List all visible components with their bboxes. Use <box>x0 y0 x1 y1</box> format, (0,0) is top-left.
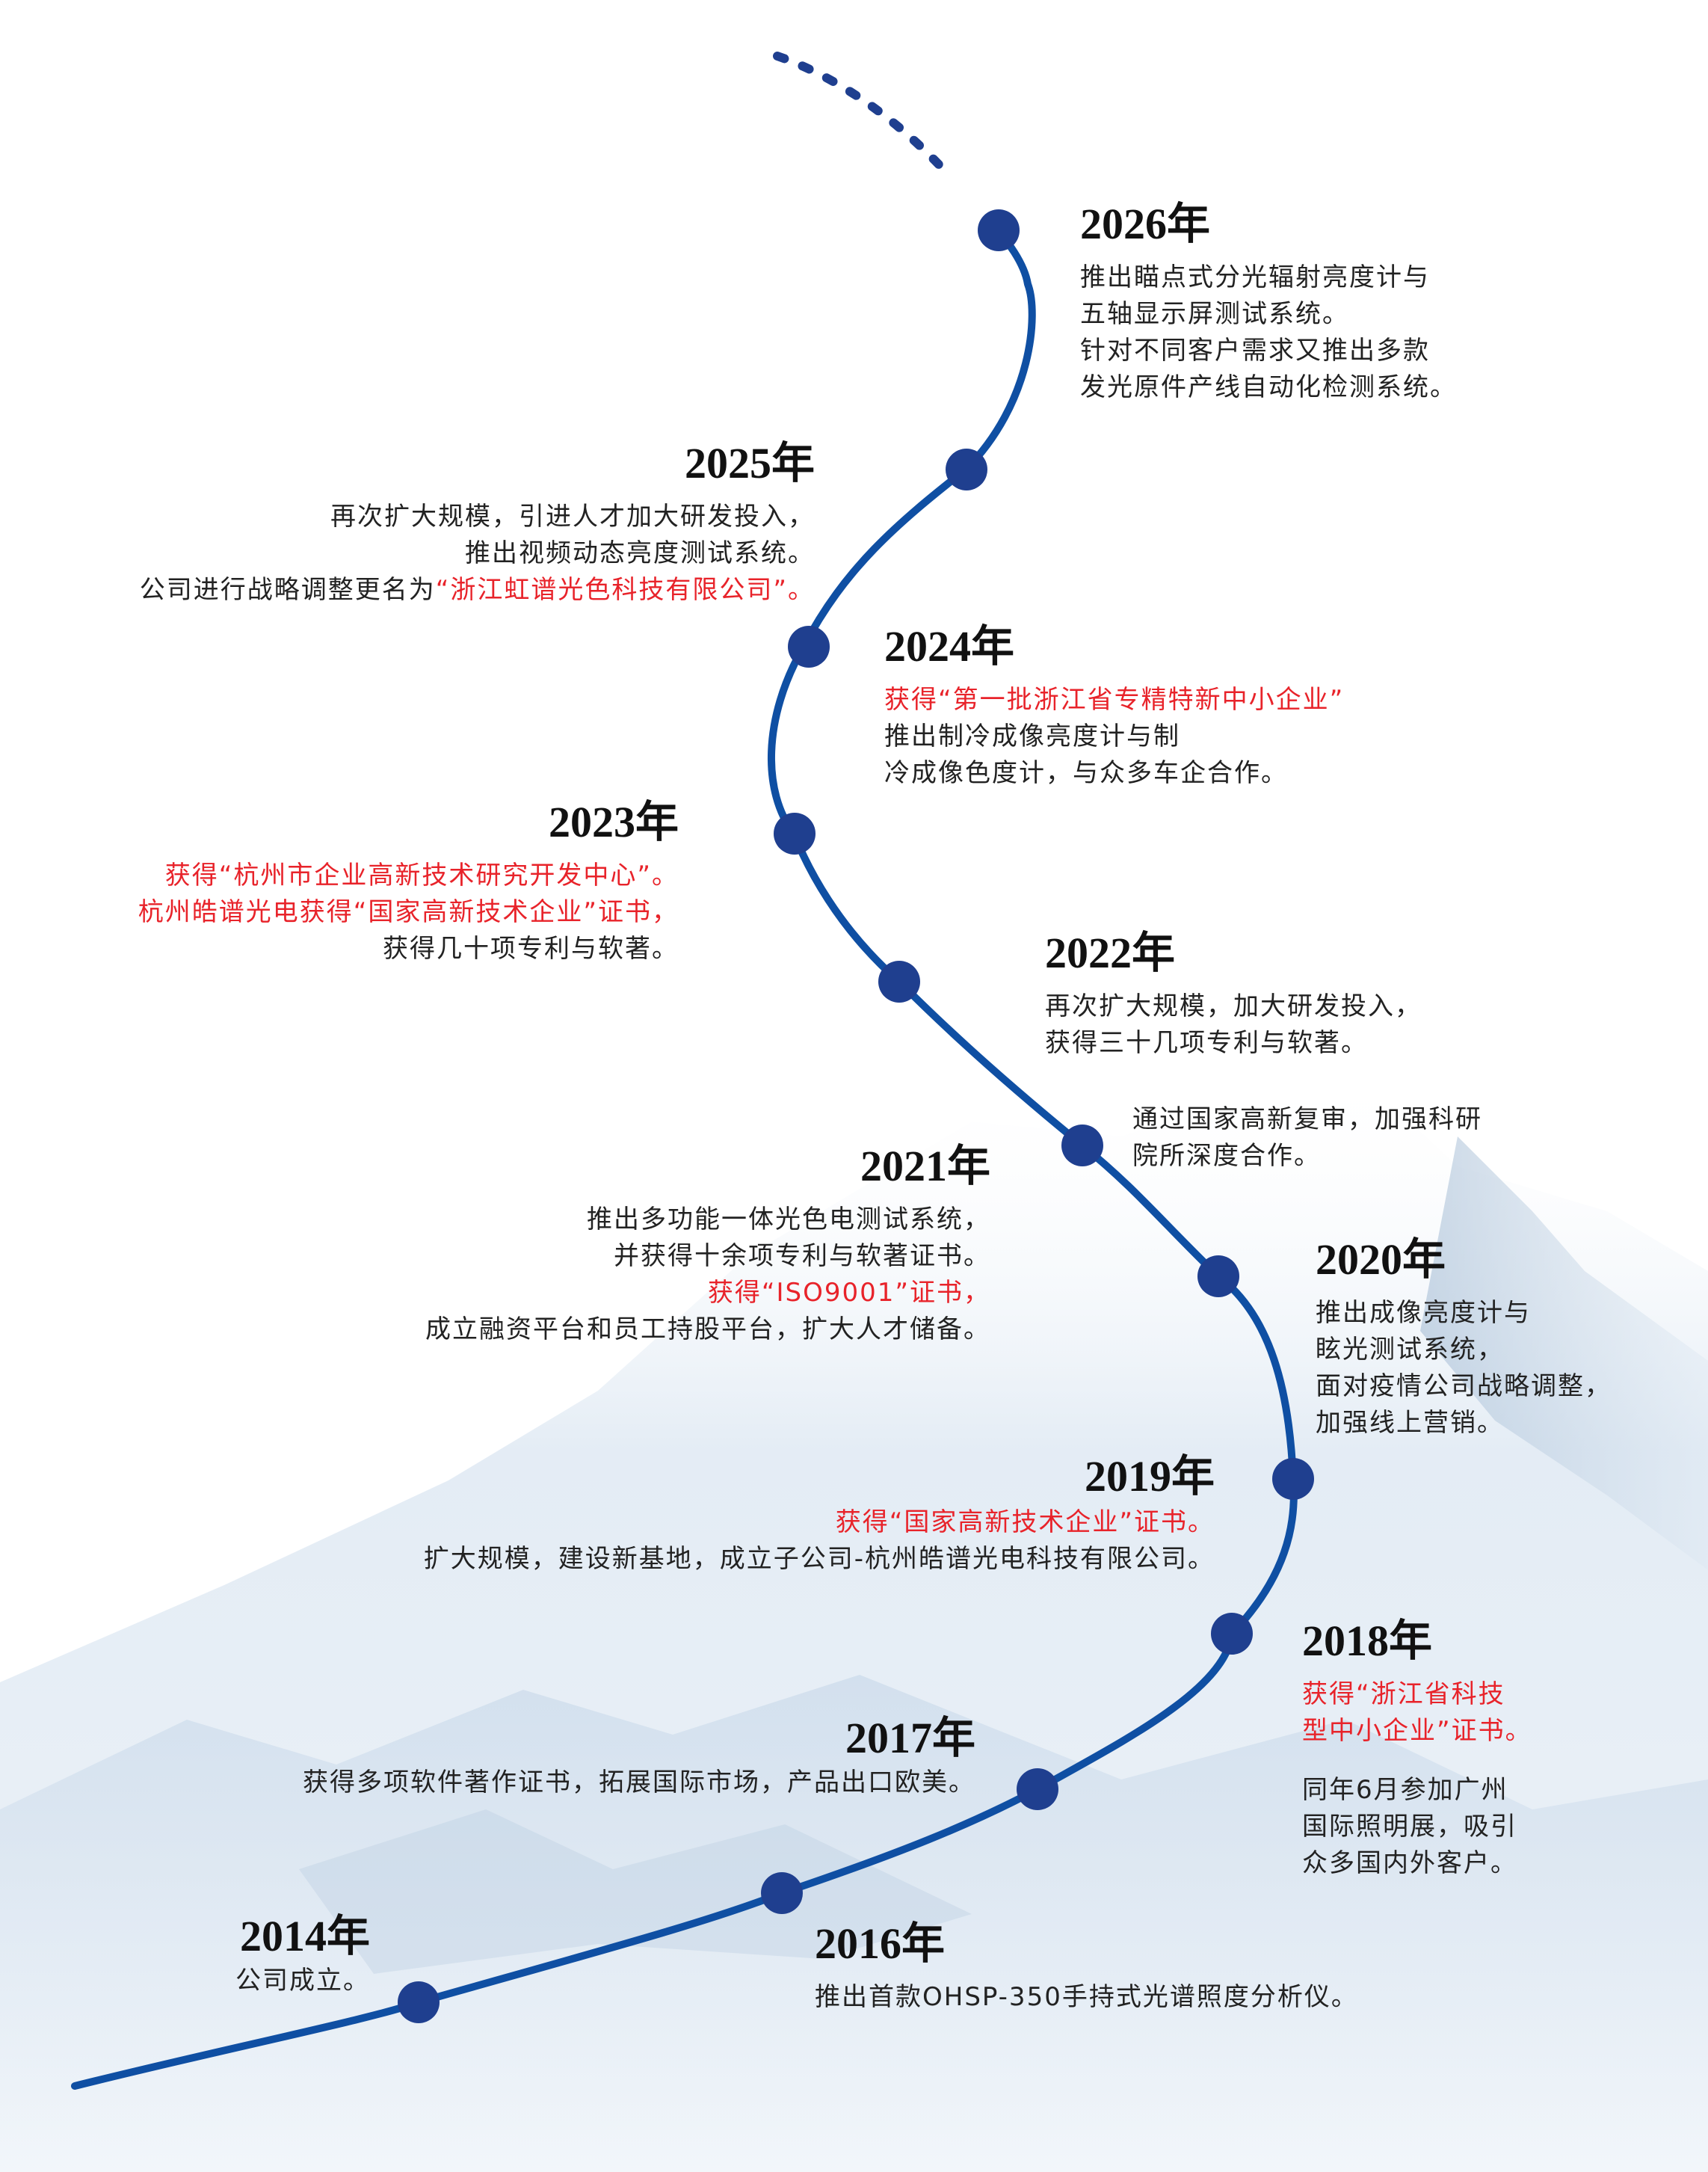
event-line-rename: 公司进行战略调整更名为“浙江虹谱光色科技有限公司”。 <box>140 572 815 609</box>
event-year: 2019年 <box>424 1450 1215 1503</box>
event-2024: 2024年 获得“第一批浙江省专精特新中小企业” 推出制冷成像亮度计与制 冷成像… <box>884 621 1344 792</box>
event-line: 推出视频动态亮度测试系统。 <box>140 535 815 572</box>
event-line: 获得多项软件著作证书，拓展国际市场，产品出口欧美。 <box>303 1765 975 1801</box>
event-line: 再次扩大规模，加大研发投入， <box>1045 988 1422 1025</box>
event-year: 2024年 <box>884 621 1344 673</box>
event-2017: 2017年 获得多项软件著作证书，拓展国际市场，产品出口欧美。 <box>303 1712 975 1801</box>
event-lines: 获得“国家高新技术企业”证书。 扩大规模，建设新基地，成立子公司-杭州皓谱光电科… <box>424 1504 1215 1578</box>
event-year: 2017年 <box>303 1712 975 1765</box>
event-2016: 2016年 推出首款OHSP-350手持式光谱照度分析仪。 <box>815 1918 1358 2016</box>
event-2020: 2020年 推出成像亮度计与 眩光测试系统， 面对疫情公司战略调整， 加强线上营… <box>1316 1234 1612 1442</box>
event-line-highlight: 获得“国家高新技术企业”证书。 <box>424 1504 1215 1541</box>
event-year: 2018年 <box>1302 1615 1532 1667</box>
milestone-dot-2018 <box>1211 1613 1253 1655</box>
company-new-name: “浙江虹谱光色科技有限公司”。 <box>436 575 815 605</box>
event-lines: 获得多项软件著作证书，拓展国际市场，产品出口欧美。 <box>303 1765 975 1801</box>
event-line: 成立融资平台和员工持股平台，扩大人才储备。 <box>425 1311 990 1348</box>
milestone-dot-2024 <box>788 626 830 668</box>
event-hightech-review: 通过国家高新复审，加强科研 院所深度合作。 <box>1132 1101 1482 1175</box>
milestone-dot-2025 <box>946 449 987 490</box>
event-lines: 通过国家高新复审，加强科研 院所深度合作。 <box>1132 1101 1482 1175</box>
milestone-dot-2020 <box>1197 1255 1239 1297</box>
event-line: 五轴显示屏测试系统。 <box>1080 296 1457 333</box>
event-lines: 推出瞄点式分光辐射亮度计与 五轴显示屏测试系统。 针对不同客户需求又推出多款 发… <box>1080 259 1457 406</box>
event-line: 再次扩大规模，引进人才加大研发投入， <box>140 499 815 535</box>
event-year: 2023年 <box>138 796 679 849</box>
event-lines: 再次扩大规模，加大研发投入， 获得三十几项专利与软著。 <box>1045 988 1422 1062</box>
event-line: 获得几十项专利与软著。 <box>138 931 679 967</box>
event-line-highlight: 获得“第一批浙江省专精特新中小企业” <box>884 682 1344 719</box>
event-2023: 2023年 获得“杭州市企业高新技术研究开发中心”。 杭州皓谱光电获得“国家高新… <box>138 796 679 967</box>
event-line: 推出成像亮度计与 <box>1316 1295 1612 1332</box>
event-line: 推出制冷成像亮度计与制 <box>884 719 1344 755</box>
event-lines: 获得“第一批浙江省专精特新中小企业” 推出制冷成像亮度计与制 冷成像色度计，与众… <box>884 682 1344 792</box>
event-line: 获得三十几项专利与软著。 <box>1045 1025 1422 1062</box>
event-lines: 公司成立。 <box>235 1963 370 1999</box>
event-year: 2026年 <box>1080 198 1457 250</box>
event-year: 2014年 <box>235 1910 370 1963</box>
event-lines: 推出多功能一体光色电测试系统， 并获得十余项专利与软著证书。 获得“ISO900… <box>425 1202 990 1348</box>
milestone-dot-2017 <box>1017 1768 1058 1810</box>
event-line: 面对疫情公司战略调整， <box>1316 1368 1612 1405</box>
event-line: 扩大规模，建设新基地，成立子公司-杭州皓谱光电科技有限公司。 <box>424 1541 1215 1578</box>
event-line: 并获得十余项专利与软著证书。 <box>425 1238 990 1275</box>
event-year: 2020年 <box>1316 1234 1612 1286</box>
event-line-highlight: 获得“浙江省科技 <box>1302 1676 1532 1713</box>
event-line-text: 公司进行战略调整更名为 <box>140 575 436 605</box>
event-line-highlight: 杭州皓谱光电获得“国家高新技术企业”证书， <box>138 894 679 931</box>
event-lines: 获得“杭州市企业高新技术研究开发中心”。 杭州皓谱光电获得“国家高新技术企业”证… <box>138 858 679 967</box>
event-2022: 2022年 再次扩大规模，加大研发投入， 获得三十几项专利与软著。 <box>1045 927 1422 1062</box>
timeline-dashed-tail <box>777 56 949 176</box>
event-line: 加强线上营销。 <box>1316 1405 1612 1442</box>
event-line-highlight: 型中小企业”证书。 <box>1302 1713 1532 1750</box>
event-line-spacer <box>1302 1750 1532 1772</box>
event-year: 2025年 <box>140 437 815 490</box>
event-year: 2016年 <box>815 1918 1358 1970</box>
event-line: 国际照明展，吸引 <box>1302 1809 1532 1845</box>
event-line-highlight: 获得“ISO9001”证书， <box>425 1275 990 1311</box>
event-2021: 2021年 推出多功能一体光色电测试系统， 并获得十余项专利与软著证书。 获得“… <box>425 1140 990 1348</box>
milestone-dot-2021-review <box>1061 1125 1103 1166</box>
event-line: 众多国内外客户。 <box>1302 1845 1532 1882</box>
event-year: 2021年 <box>425 1140 990 1193</box>
event-line: 冷成像色度计，与众多车企合作。 <box>884 755 1344 792</box>
event-lines: 推出首款OHSP-350手持式光谱照度分析仪。 <box>815 1979 1358 2016</box>
event-line: 推出多功能一体光色电测试系统， <box>425 1202 990 1238</box>
event-lines: 推出成像亮度计与 眩光测试系统， 面对疫情公司战略调整， 加强线上营销。 <box>1316 1295 1612 1442</box>
event-line: 发光原件产线自动化检测系统。 <box>1080 369 1457 406</box>
event-2018: 2018年 获得“浙江省科技 型中小企业”证书。 同年6月参加广州 国际照明展，… <box>1302 1615 1532 1882</box>
event-2026: 2026年 推出瞄点式分光辐射亮度计与 五轴显示屏测试系统。 针对不同客户需求又… <box>1080 198 1457 406</box>
event-line: 推出首款OHSP-350手持式光谱照度分析仪。 <box>815 1979 1358 2016</box>
event-line: 公司成立。 <box>235 1963 370 1999</box>
event-line: 同年6月参加广州 <box>1302 1772 1532 1809</box>
event-line: 推出瞄点式分光辐射亮度计与 <box>1080 259 1457 296</box>
event-line: 针对不同客户需求又推出多款 <box>1080 333 1457 369</box>
event-line: 院所深度合作。 <box>1132 1138 1482 1175</box>
event-lines: 再次扩大规模，引进人才加大研发投入， 推出视频动态亮度测试系统。 公司进行战略调… <box>140 499 815 609</box>
milestone-dot-2023 <box>774 813 816 855</box>
event-line: 通过国家高新复审，加强科研 <box>1132 1101 1482 1138</box>
event-lines: 获得“浙江省科技 型中小企业”证书。 同年6月参加广州 国际照明展，吸引 众多国… <box>1302 1676 1532 1882</box>
milestone-dot-2019 <box>1272 1458 1314 1500</box>
event-2025: 2025年 再次扩大规模，引进人才加大研发投入， 推出视频动态亮度测试系统。 公… <box>140 437 815 609</box>
milestone-dot-2026 <box>978 209 1020 251</box>
event-line-highlight: 获得“杭州市企业高新技术研究开发中心”。 <box>138 858 679 894</box>
milestone-dot-2014 <box>398 1981 440 2023</box>
milestone-dot-2016 <box>761 1872 803 1914</box>
event-line: 眩光测试系统， <box>1316 1332 1612 1368</box>
event-year: 2022年 <box>1045 927 1422 979</box>
milestone-dot-2022 <box>878 961 920 1003</box>
event-2014: 2014年 公司成立。 <box>235 1910 370 1999</box>
event-2019: 2019年 获得“国家高新技术企业”证书。 扩大规模，建设新基地，成立子公司-杭… <box>424 1450 1215 1578</box>
